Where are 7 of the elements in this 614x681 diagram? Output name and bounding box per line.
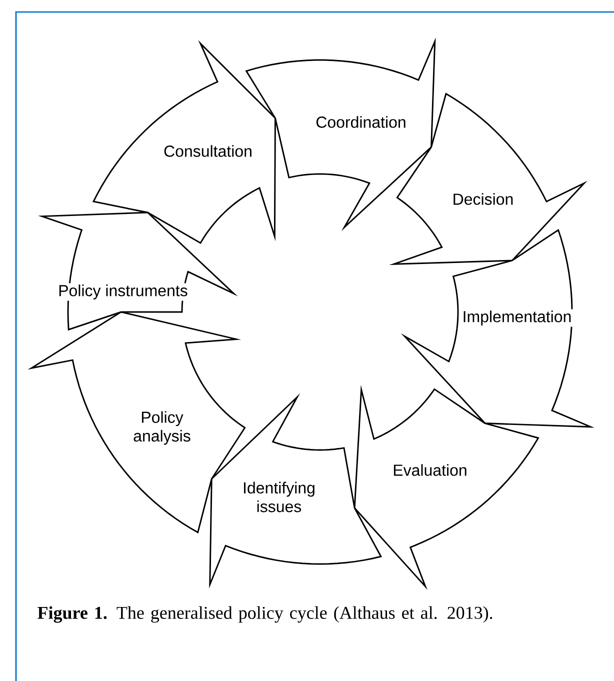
- arrow-segment: Evaluation: [354, 384, 540, 590]
- arrow-segment: Identifying issues: [209, 393, 382, 589]
- arrow-segment: Implementation: [400, 228, 595, 428]
- arrow-segment: Policy analysis: [28, 311, 246, 534]
- arrow-segment: Consultation: [92, 40, 276, 244]
- arrow-segment: Policy instruments: [38, 212, 238, 331]
- figure-caption: Figure 1. The generalised policy cycle (Althaus et al. 2013).: [38, 606, 492, 623]
